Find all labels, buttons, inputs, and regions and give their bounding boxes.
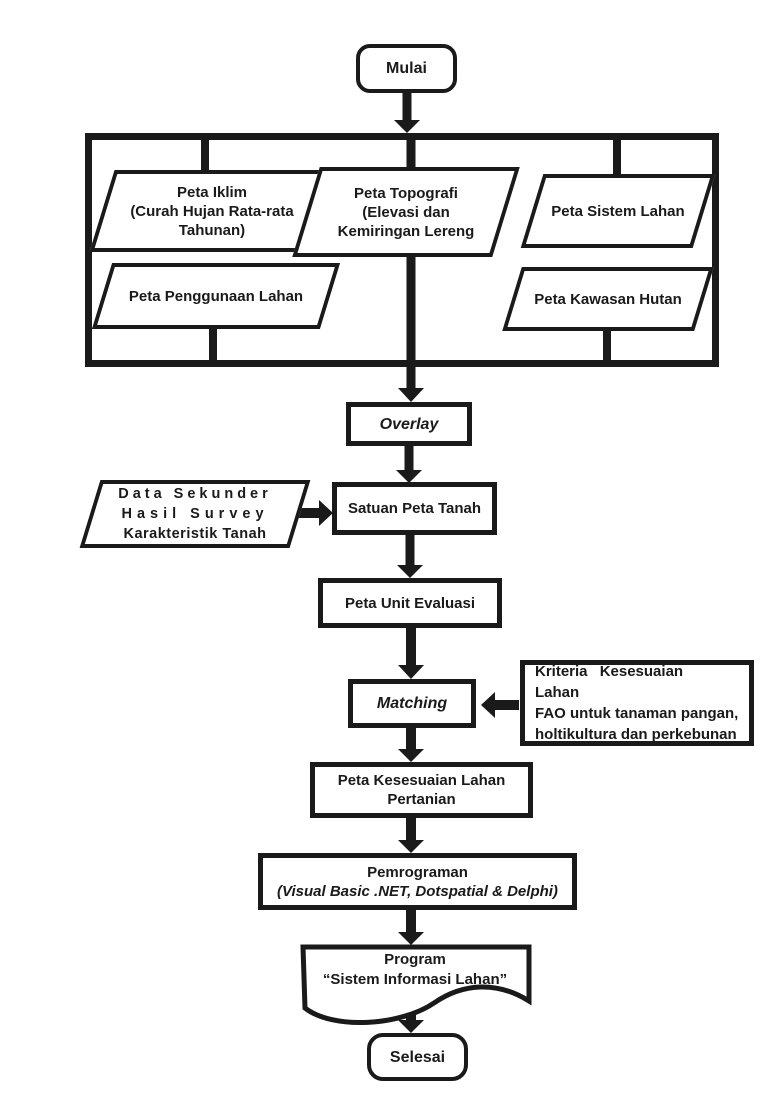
pemrograman-line2: (Visual Basic .NET, Dotspatial & Delphi) (277, 882, 558, 900)
peta-iklim-line2: (Curah Hujan Rata-rata (130, 202, 294, 220)
node-kriteria-fao: Kriteria Kesesuaian Lahan FAO untuk tana… (520, 660, 754, 746)
end-label: Selesai (389, 1048, 446, 1066)
overlay-label: Overlay (379, 415, 439, 433)
pemrograman-line1: Pemrograman (367, 863, 468, 881)
data-sekunder-line2: Hasil Survey (121, 506, 269, 522)
start-label: Mulai (386, 60, 427, 77)
peta-penggunaan-lahan-label: Peta Penggunaan Lahan (128, 287, 304, 305)
node-peta-kawasan-hutan: Peta Kawasan Hutan (512, 267, 704, 331)
peta-topografi-line1: Peta Topografi (354, 184, 458, 202)
data-sekunder-line1: Data Sekunder (118, 486, 272, 502)
node-peta-unit-evaluasi: Peta Unit Evaluasi (318, 578, 502, 628)
peta-topografi-line2: (Elevasi dan (362, 203, 450, 221)
kriteria-line1: Kriteria Kesesuaian Lahan (535, 663, 684, 701)
node-satuan-peta-tanah: Satuan Peta Tanah (332, 482, 497, 535)
node-peta-iklim: Peta Iklim (Curah Hujan Rata-rata Tahuna… (102, 170, 322, 252)
peta-sistem-lahan-label: Peta Sistem Lahan (551, 202, 685, 220)
node-matching: Matching (348, 679, 476, 728)
node-pemrograman: Pemrograman (Visual Basic .NET, Dotspati… (258, 853, 577, 910)
node-data-sekunder: Data Sekunder Hasil Survey Karakteristik… (90, 480, 300, 548)
peta-iklim-line1: Peta Iklim (176, 183, 248, 201)
start-node: Mulai (356, 44, 457, 93)
kriteria-line3: holtikultura dan perkebunan (535, 726, 737, 743)
program-line2: “Sistem Informasi Lahan” (322, 971, 508, 988)
input-maps-container (85, 133, 719, 367)
kriteria-line2: FAO untuk tanaman pangan, (535, 705, 739, 722)
node-program-document: Program “Sistem Informasi Lahan” (302, 950, 528, 990)
node-peta-topografi: Peta Topografi (Elevasi dan Kemiringan L… (306, 167, 506, 257)
peta-kesesuaian-line2: Pertanian (387, 791, 456, 808)
peta-unit-evaluasi-label: Peta Unit Evaluasi (344, 594, 476, 612)
peta-kawasan-hutan-label: Peta Kawasan Hutan (534, 290, 682, 308)
peta-iklim-line3: Tahunan) (178, 221, 246, 239)
matching-label: Matching (376, 695, 448, 712)
program-line1: Program (384, 951, 446, 968)
node-peta-kesesuaian: Peta Kesesuaian Lahan Pertanian (310, 762, 533, 818)
peta-kesesuaian-line1: Peta Kesesuaian Lahan (337, 772, 506, 789)
data-sekunder-line3: Karakteristik Tanah (123, 526, 267, 542)
peta-topografi-line3: Kemiringan Lereng (337, 222, 475, 240)
node-peta-sistem-lahan: Peta Sistem Lahan (532, 174, 704, 248)
end-node: Selesai (367, 1033, 468, 1081)
satuan-peta-tanah-label: Satuan Peta Tanah (347, 500, 482, 517)
node-peta-penggunaan-lahan: Peta Penggunaan Lahan (102, 263, 330, 329)
document-shape (300, 944, 532, 1025)
node-overlay: Overlay (346, 402, 472, 446)
